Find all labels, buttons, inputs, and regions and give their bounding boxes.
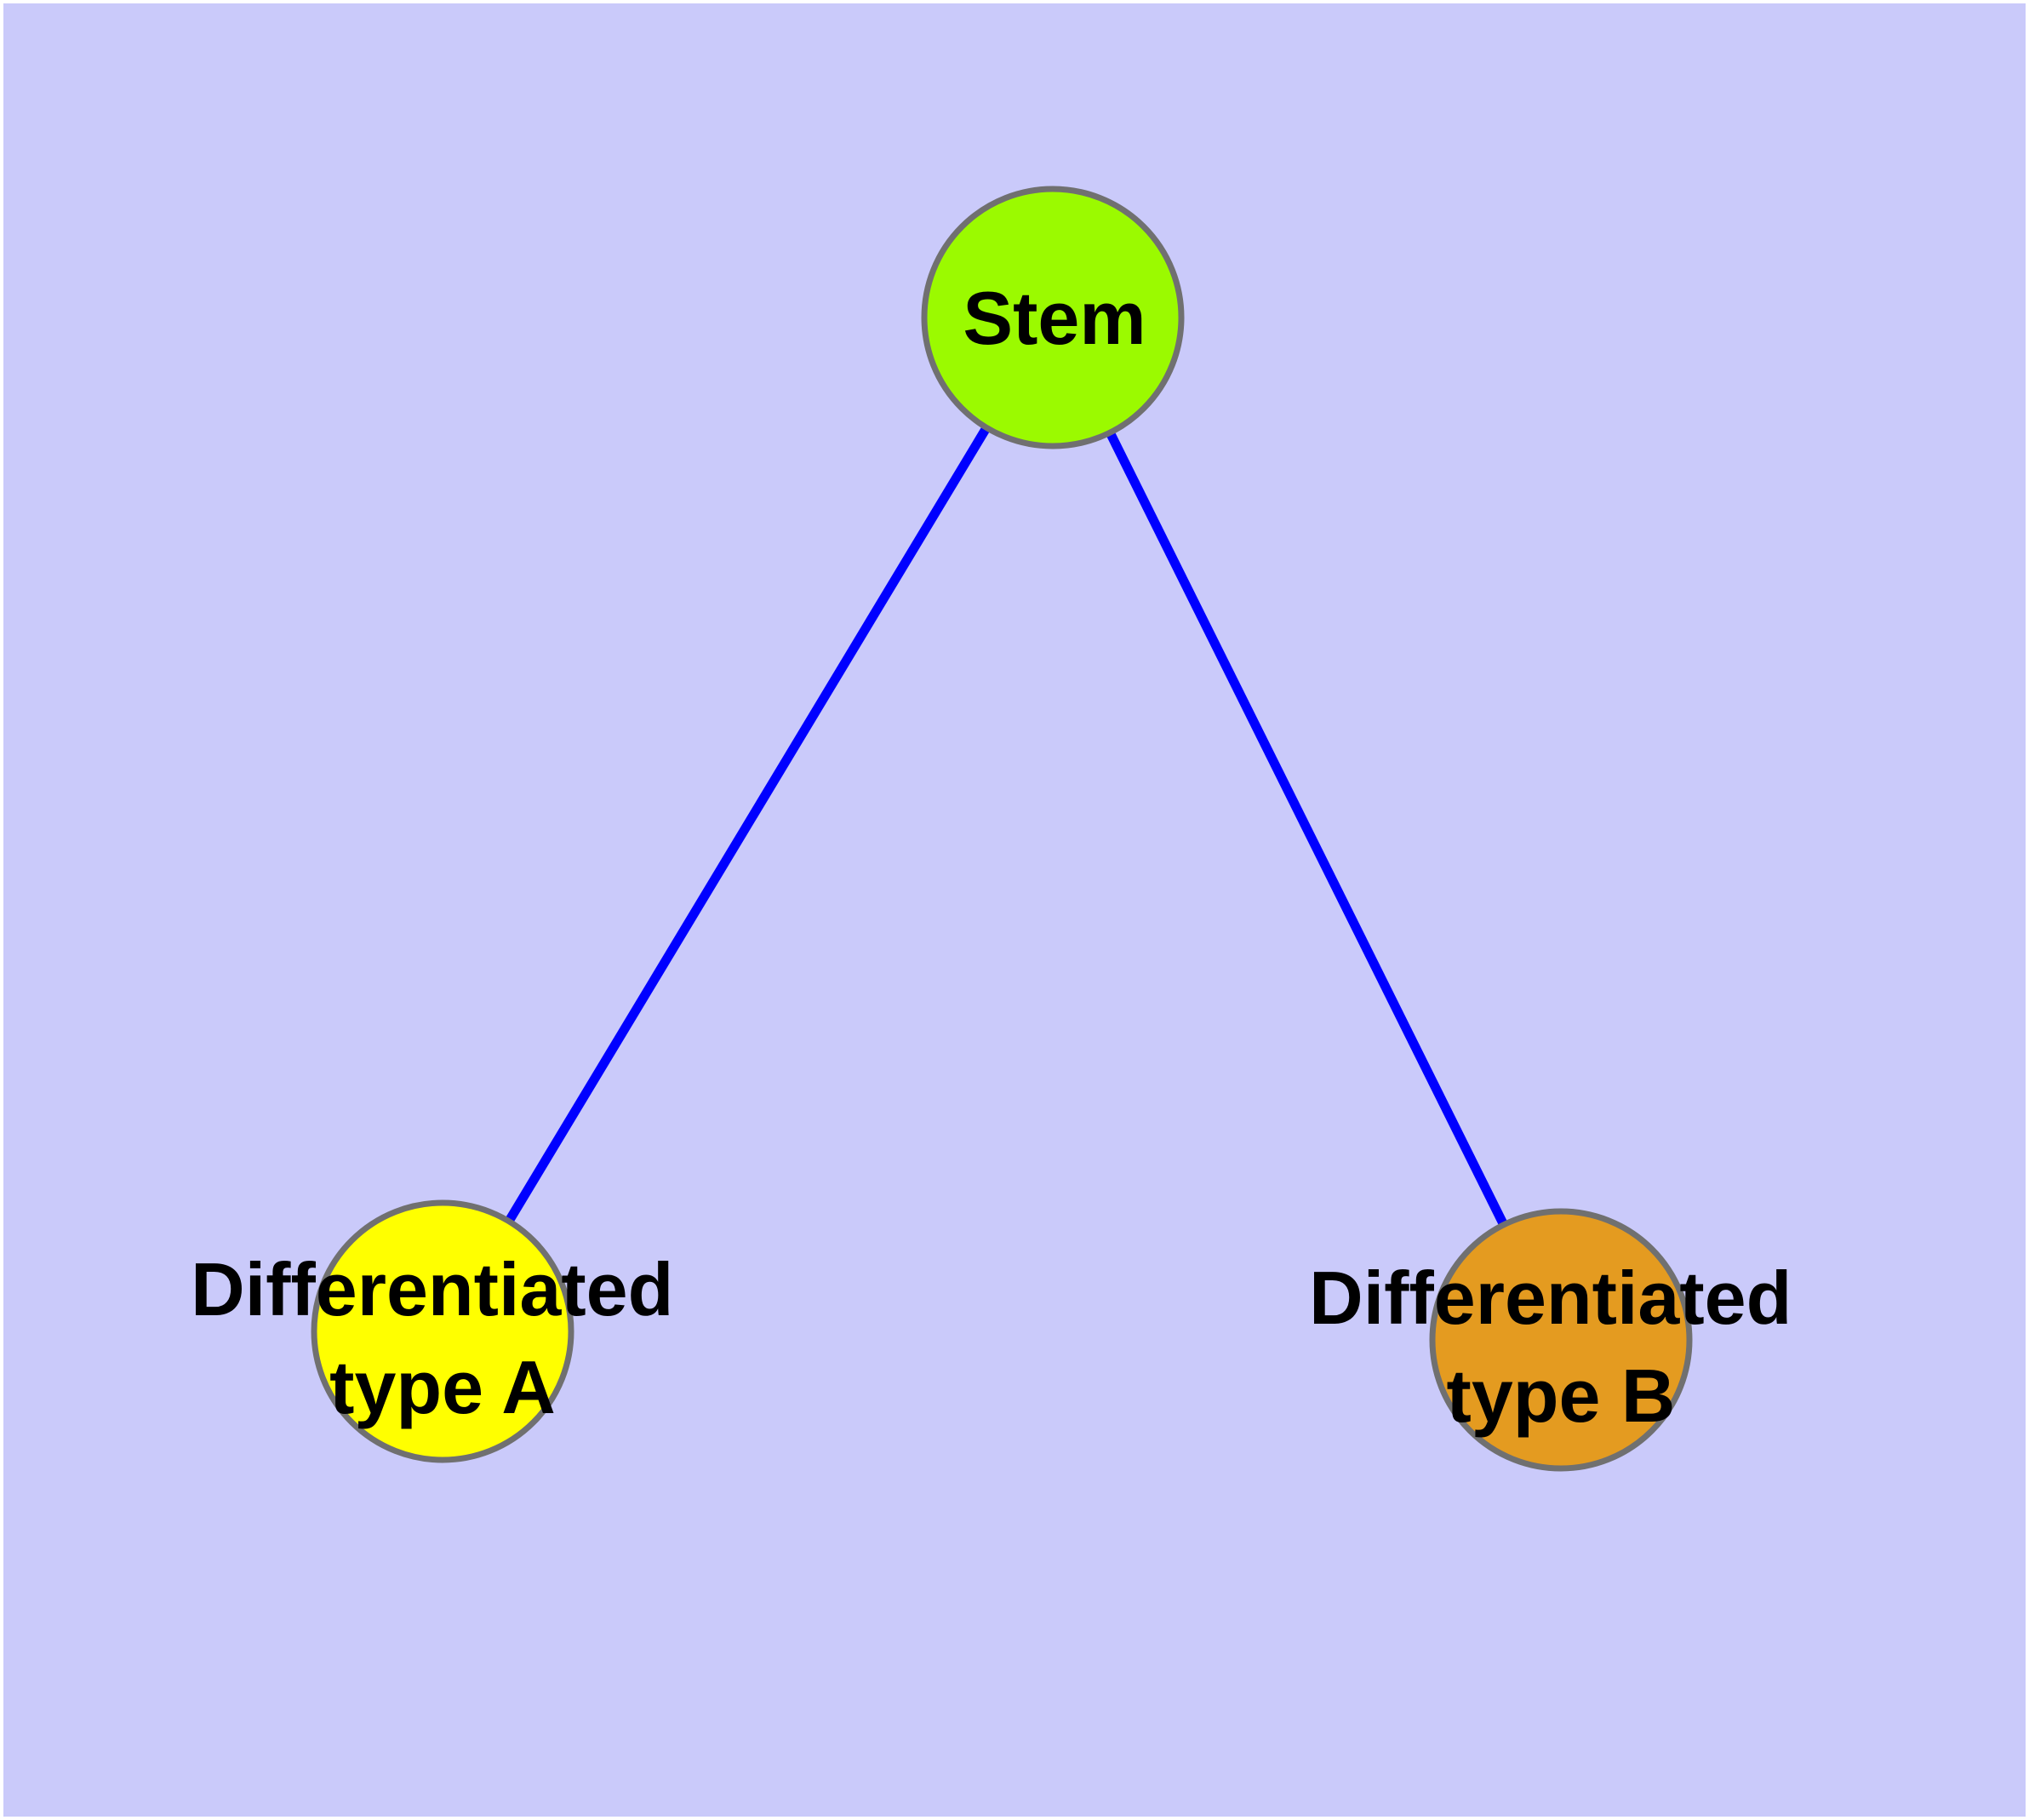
node-type-b-label: Differentiated type B (1309, 1256, 1813, 1438)
node-type-b-label-line1: Differentiated (1309, 1256, 1792, 1340)
node-type-a-label-line1: Differentiated (191, 1247, 673, 1331)
node-type-b-circle (1429, 1208, 1693, 1472)
node-type-b-label-line2: type B (1447, 1354, 1676, 1438)
node-stem-circle (921, 186, 1185, 449)
node-type-a-label: Differentiated type A (191, 1247, 694, 1429)
node-stem-label-line1: Stem (963, 276, 1146, 360)
edge-stem-to-type-b (1049, 315, 1565, 1342)
node-type-a-circle (311, 1199, 574, 1463)
node-stem-label: Stem (963, 276, 1146, 360)
node-type-a-label-line2: type A (329, 1345, 556, 1429)
edge-stem-to-type-a (438, 315, 1057, 1334)
